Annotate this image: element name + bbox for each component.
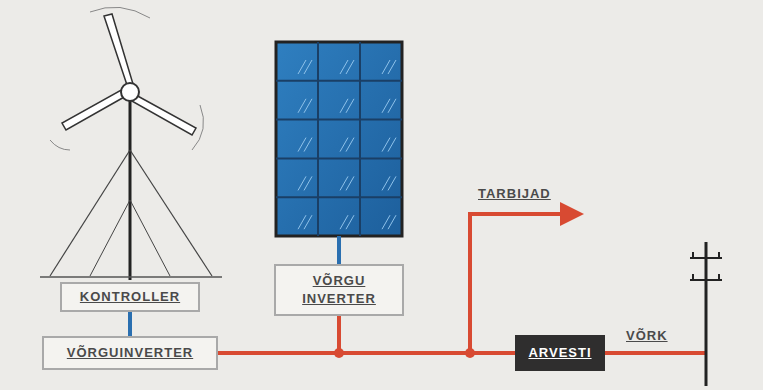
node-label: VÕRGUINVERTER xyxy=(67,344,193,362)
inverter-box: VÕRGU INVERTER xyxy=(274,264,404,316)
solar-panel xyxy=(276,42,402,264)
wind-turbine xyxy=(40,7,222,280)
node-label: VÕRGU INVERTER xyxy=(302,272,376,307)
grid-label: VÕRK xyxy=(626,328,668,343)
utility-pole xyxy=(605,242,722,386)
node-label: ARVESTI xyxy=(528,344,591,362)
wire xyxy=(130,312,131,336)
controller-box: KONTROLLER xyxy=(60,282,200,312)
consumers-label: TARBIJAD xyxy=(478,186,551,201)
inverter-box: VÕRGUINVERTER xyxy=(42,336,218,370)
wire xyxy=(334,316,515,358)
meter-box: ARVESTI xyxy=(515,335,605,371)
node-label: KONTROLLER xyxy=(80,288,180,306)
